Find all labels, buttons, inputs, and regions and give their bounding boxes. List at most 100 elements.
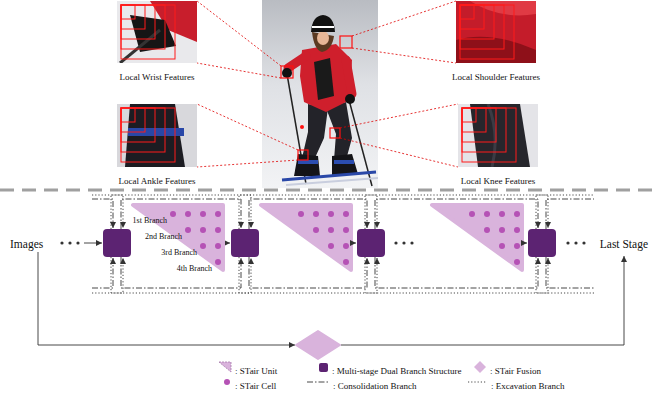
stair-cell [343, 211, 349, 217]
branch-line [92, 258, 113, 288]
joint-dot [300, 125, 304, 129]
ellipsis-dot [582, 241, 585, 244]
legend-diamond [474, 361, 486, 373]
boot-strap [334, 160, 354, 164]
stair-cell [313, 211, 319, 217]
stair-cell [514, 227, 520, 233]
joint-marker [281, 66, 293, 78]
stair-cell [185, 227, 191, 233]
patch-square [121, 5, 175, 59]
legend-sample [473, 360, 487, 374]
legend-line [307, 382, 329, 383]
leader-line [197, 63, 281, 78]
patch-square [460, 5, 474, 19]
ankle-crop [117, 104, 197, 167]
legend-item: : Multi-stage Dual Branch Structure [319, 360, 461, 374]
snow-ground [262, 0, 378, 188]
stair-cell [298, 211, 304, 217]
stair-fusion-diamond [296, 331, 340, 359]
legend-item: : Excavation Branch [467, 375, 564, 389]
fusion-output-line [341, 256, 624, 345]
crop-crease [488, 104, 495, 167]
branch-label: 1st Branch [133, 216, 167, 226]
patch-square [460, 5, 484, 29]
ellipsis-dot [76, 241, 79, 244]
patch-square [121, 5, 135, 19]
joint-marker [330, 128, 340, 138]
branch-line [92, 258, 123, 293]
glove [282, 68, 292, 78]
patch-square [121, 108, 155, 142]
patch-square [121, 5, 145, 29]
feature-caption: Local Shoulder Features [452, 72, 540, 83]
stair-cell [484, 211, 490, 217]
branch-line [546, 199, 594, 229]
patch-square [121, 5, 155, 39]
legend-sample [222, 375, 232, 389]
ski [286, 178, 378, 185]
branch-label-wrap: 3rd Branch [161, 241, 197, 259]
fusion-input-line [38, 252, 295, 345]
legend-item: : STair Fusion [473, 360, 541, 374]
crop-ground [458, 104, 538, 167]
stair-cell [328, 243, 334, 249]
stair-cell [185, 211, 191, 217]
patch-square [460, 5, 494, 39]
local-feature-crop: Local Knee Features [458, 104, 538, 188]
patch-square [462, 108, 486, 132]
branch-label: 2nd Branch [145, 232, 182, 242]
ellipsis-dot [394, 241, 397, 244]
feature-caption: Local Ankle Features [119, 176, 196, 187]
hat-stripe [312, 26, 334, 28]
crop-ground [117, 104, 197, 167]
caption-wrap: Local Shoulder Features [450, 66, 542, 84]
branch-label-wrap: 2nd Branch [145, 225, 182, 243]
branch-label: 4th Branch [177, 264, 212, 274]
legend-triangle [219, 362, 231, 372]
stair-unit [261, 205, 351, 270]
caption-wrap: Local Knee Features [458, 170, 538, 188]
branch-label-wrap: 4th Branch [177, 257, 212, 275]
ellipsis-dot [60, 241, 63, 244]
glove [345, 94, 355, 104]
ellipsis-dot [402, 241, 405, 244]
legend-text: : Excavation Branch [491, 379, 564, 393]
legend-text: : Multi-stage Dual Branch Structure [332, 364, 461, 378]
separator [0, 189, 654, 192]
ellipsis-dot [68, 241, 71, 244]
branch-line [546, 257, 594, 288]
dual-branch-structures [103, 229, 556, 257]
jacket-panel [314, 58, 334, 100]
branch-line [111, 257, 251, 293]
face [317, 31, 329, 45]
branch-line [92, 195, 123, 228]
patch-square [462, 108, 476, 122]
stair-cell [200, 227, 206, 233]
patch-square [121, 108, 135, 122]
stair-cell [499, 227, 505, 233]
dual-branch-square [103, 229, 131, 257]
label-wrap: Last Stage [600, 234, 648, 252]
crop-highlight [470, 1, 536, 15]
patch-square [460, 5, 514, 59]
flow-label: Last Stage [600, 238, 648, 251]
dual-branch-square [528, 229, 556, 257]
stair-cell [514, 211, 520, 217]
flow-arrow [522, 243, 527, 244]
branch-label: 3rd Branch [161, 248, 197, 258]
legend-sample [306, 375, 330, 389]
legend-sample [218, 360, 232, 374]
leg [326, 102, 352, 160]
arm [346, 60, 352, 94]
legend-text: : STair Cell [235, 379, 276, 393]
branch-line [239, 257, 377, 293]
stair-cell [170, 211, 176, 217]
legend-text: : STair Fusion [490, 364, 541, 378]
patch-square [462, 108, 496, 142]
stair-cell [328, 227, 334, 233]
joint-marker [340, 36, 352, 48]
leader-lines [197, 1, 458, 167]
ellipsis-dot [410, 241, 413, 244]
